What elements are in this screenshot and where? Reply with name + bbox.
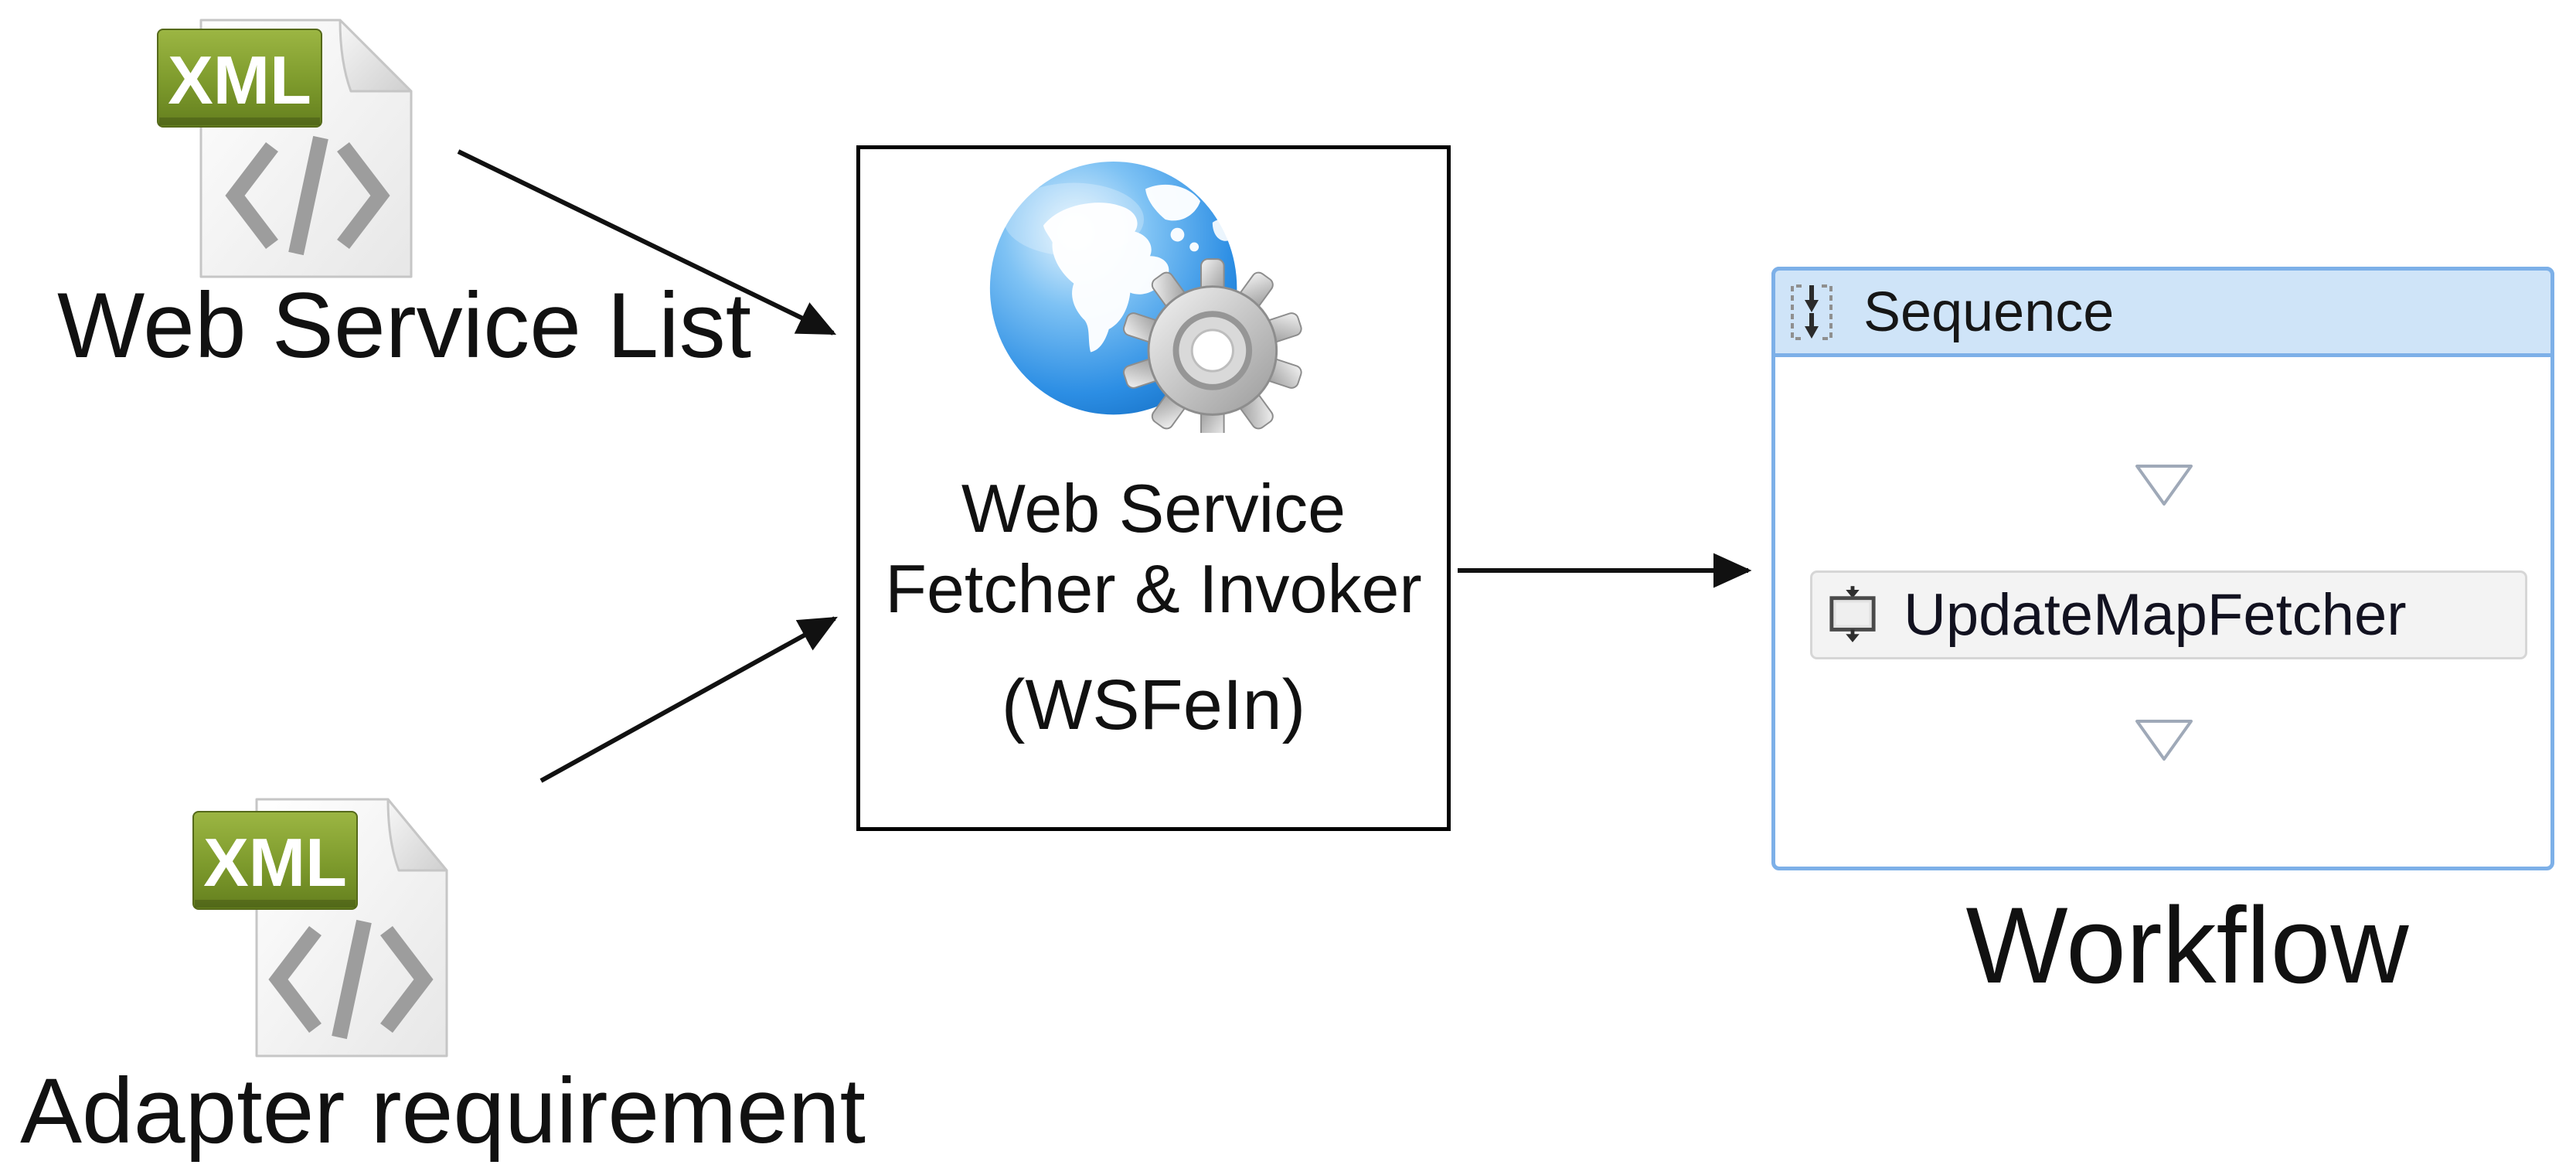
adapter-requirement-label: Adapter requirement: [20, 1059, 866, 1163]
sequence-header-label: Sequence: [1863, 281, 2115, 343]
code-brackets-icon: [225, 135, 390, 256]
gear: [1123, 258, 1302, 433]
sequence-icon: [1791, 284, 1832, 340]
globe-gear-icon: [989, 161, 1302, 433]
wsfein-title-line1: Web Service: [961, 470, 1346, 547]
sequence-header: Sequence: [1771, 267, 2554, 357]
xml-file-icon: XML: [192, 798, 448, 1058]
xml-badge: XML: [157, 29, 322, 128]
sequence-container: [1771, 267, 2554, 870]
code-brackets-icon: [268, 919, 434, 1040]
activity-icon: [1829, 585, 1876, 642]
globe: [989, 161, 1237, 415]
xml-file-icon: XML: [157, 19, 413, 278]
wsfein-title: Web Service Fetcher & Invoker (WSFeIn): [860, 468, 1447, 745]
workflow-caption: Workflow: [1965, 884, 2409, 1006]
xml-badge-text: XML: [203, 824, 347, 901]
chevron-down-icon: [2135, 465, 2193, 506]
chevron-down-icon: [2135, 720, 2193, 761]
wsfein-abbreviation: (WSFeIn): [1001, 666, 1306, 744]
activity-label: UpdateMapFetcher: [1904, 582, 2407, 648]
xml-badge-text: XML: [168, 42, 311, 118]
workflow-activity: UpdateMapFetcher: [1810, 570, 2527, 659]
web-service-list-label: Web Service List: [57, 274, 752, 377]
arrow-adapter-requirement-to-wsfein: [539, 616, 838, 783]
xml-badge: XML: [192, 811, 358, 910]
wsfein-title-line2: Fetcher & Invoker: [885, 550, 1422, 627]
